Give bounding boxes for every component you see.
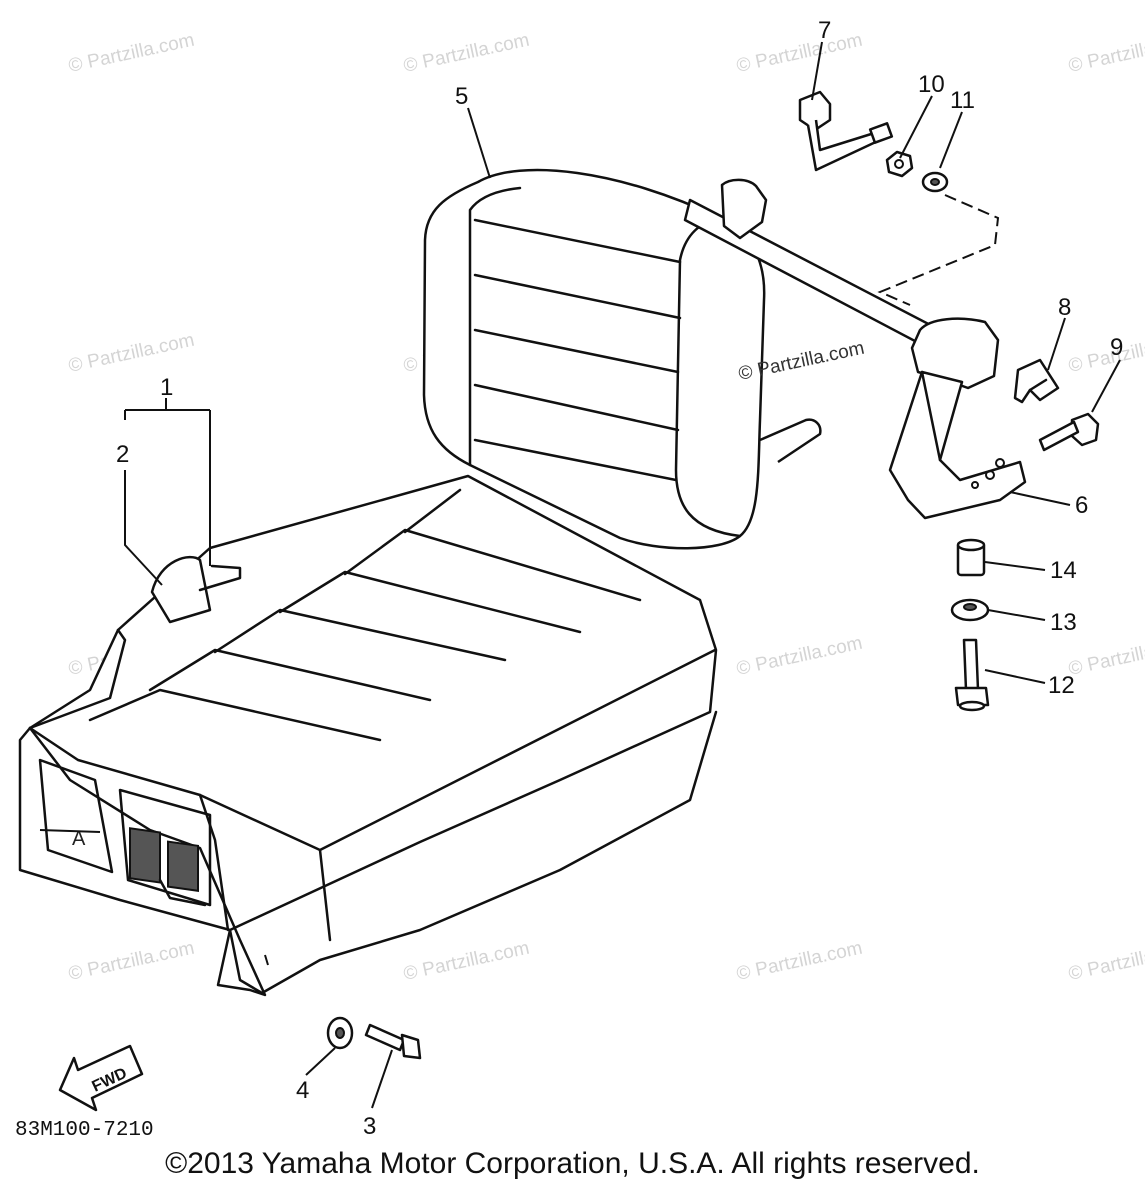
callout-1: 1 [160, 374, 173, 401]
watermark: © Partzilla.com [735, 938, 865, 985]
area-tag: A [72, 828, 86, 850]
washer-4[interactable] [326, 1016, 354, 1050]
bolt-9[interactable] [1038, 412, 1100, 452]
callout-12: 12 [1048, 672, 1075, 699]
callouts: 1 2 3 4 5 6 7 8 9 10 11 12 13 14 [116, 17, 1123, 1140]
nut-10[interactable] [885, 150, 914, 178]
callout-11: 11 [950, 87, 975, 114]
watermark: © Partzilla.com [67, 30, 197, 77]
watermark: © Partzilla.com [735, 633, 865, 680]
backrest[interactable] [422, 168, 822, 550]
bolt-12[interactable] [954, 638, 990, 712]
watermark: © Partzilla.com [402, 30, 532, 77]
callout-3: 3 [363, 1113, 376, 1140]
callout-7: 7 [818, 17, 831, 44]
fwd-arrow: FWD [58, 1044, 144, 1112]
clamp-8[interactable] [1013, 358, 1060, 404]
watermark: © Partzilla.com [1067, 938, 1145, 985]
watermark: © Partzilla.com [1067, 30, 1145, 77]
callout-9: 9 [1110, 334, 1123, 361]
callout-6: 6 [1075, 492, 1088, 519]
watermark: © Partzilla.com [67, 938, 197, 985]
callout-13: 13 [1050, 609, 1077, 636]
callout-8: 8 [1058, 294, 1071, 321]
callout-14: 14 [1050, 557, 1077, 584]
grommet-13[interactable] [950, 598, 990, 622]
watermark: © Partzilla.com [735, 30, 865, 77]
bolt-3[interactable] [364, 1023, 422, 1060]
watermark: © Partzilla.com [67, 330, 197, 377]
callout-2: 2 [116, 441, 129, 468]
l-bolt[interactable] [798, 90, 894, 172]
callout-10: 10 [918, 71, 945, 98]
callout-4: 4 [296, 1077, 309, 1104]
diagram-code: 83M100-7210 [15, 1119, 154, 1142]
watermark: © Partzilla.com [402, 938, 532, 985]
callout-5: 5 [455, 83, 468, 110]
watermark: © Partzilla.com [1067, 330, 1145, 377]
backrest-frame[interactable]: © Partzilla.com [683, 178, 1027, 520]
washer-11[interactable] [921, 171, 949, 193]
collar-14[interactable] [956, 538, 986, 577]
seat-cushion[interactable]: A [18, 474, 718, 997]
copyright-notice: ©2013 Yamaha Motor Corporation, U.S.A. A… [165, 1147, 980, 1180]
leader-lines [124, 41, 1121, 1109]
watermark: © Partzilla.com [1067, 633, 1145, 680]
assembly-line [877, 194, 1000, 306]
